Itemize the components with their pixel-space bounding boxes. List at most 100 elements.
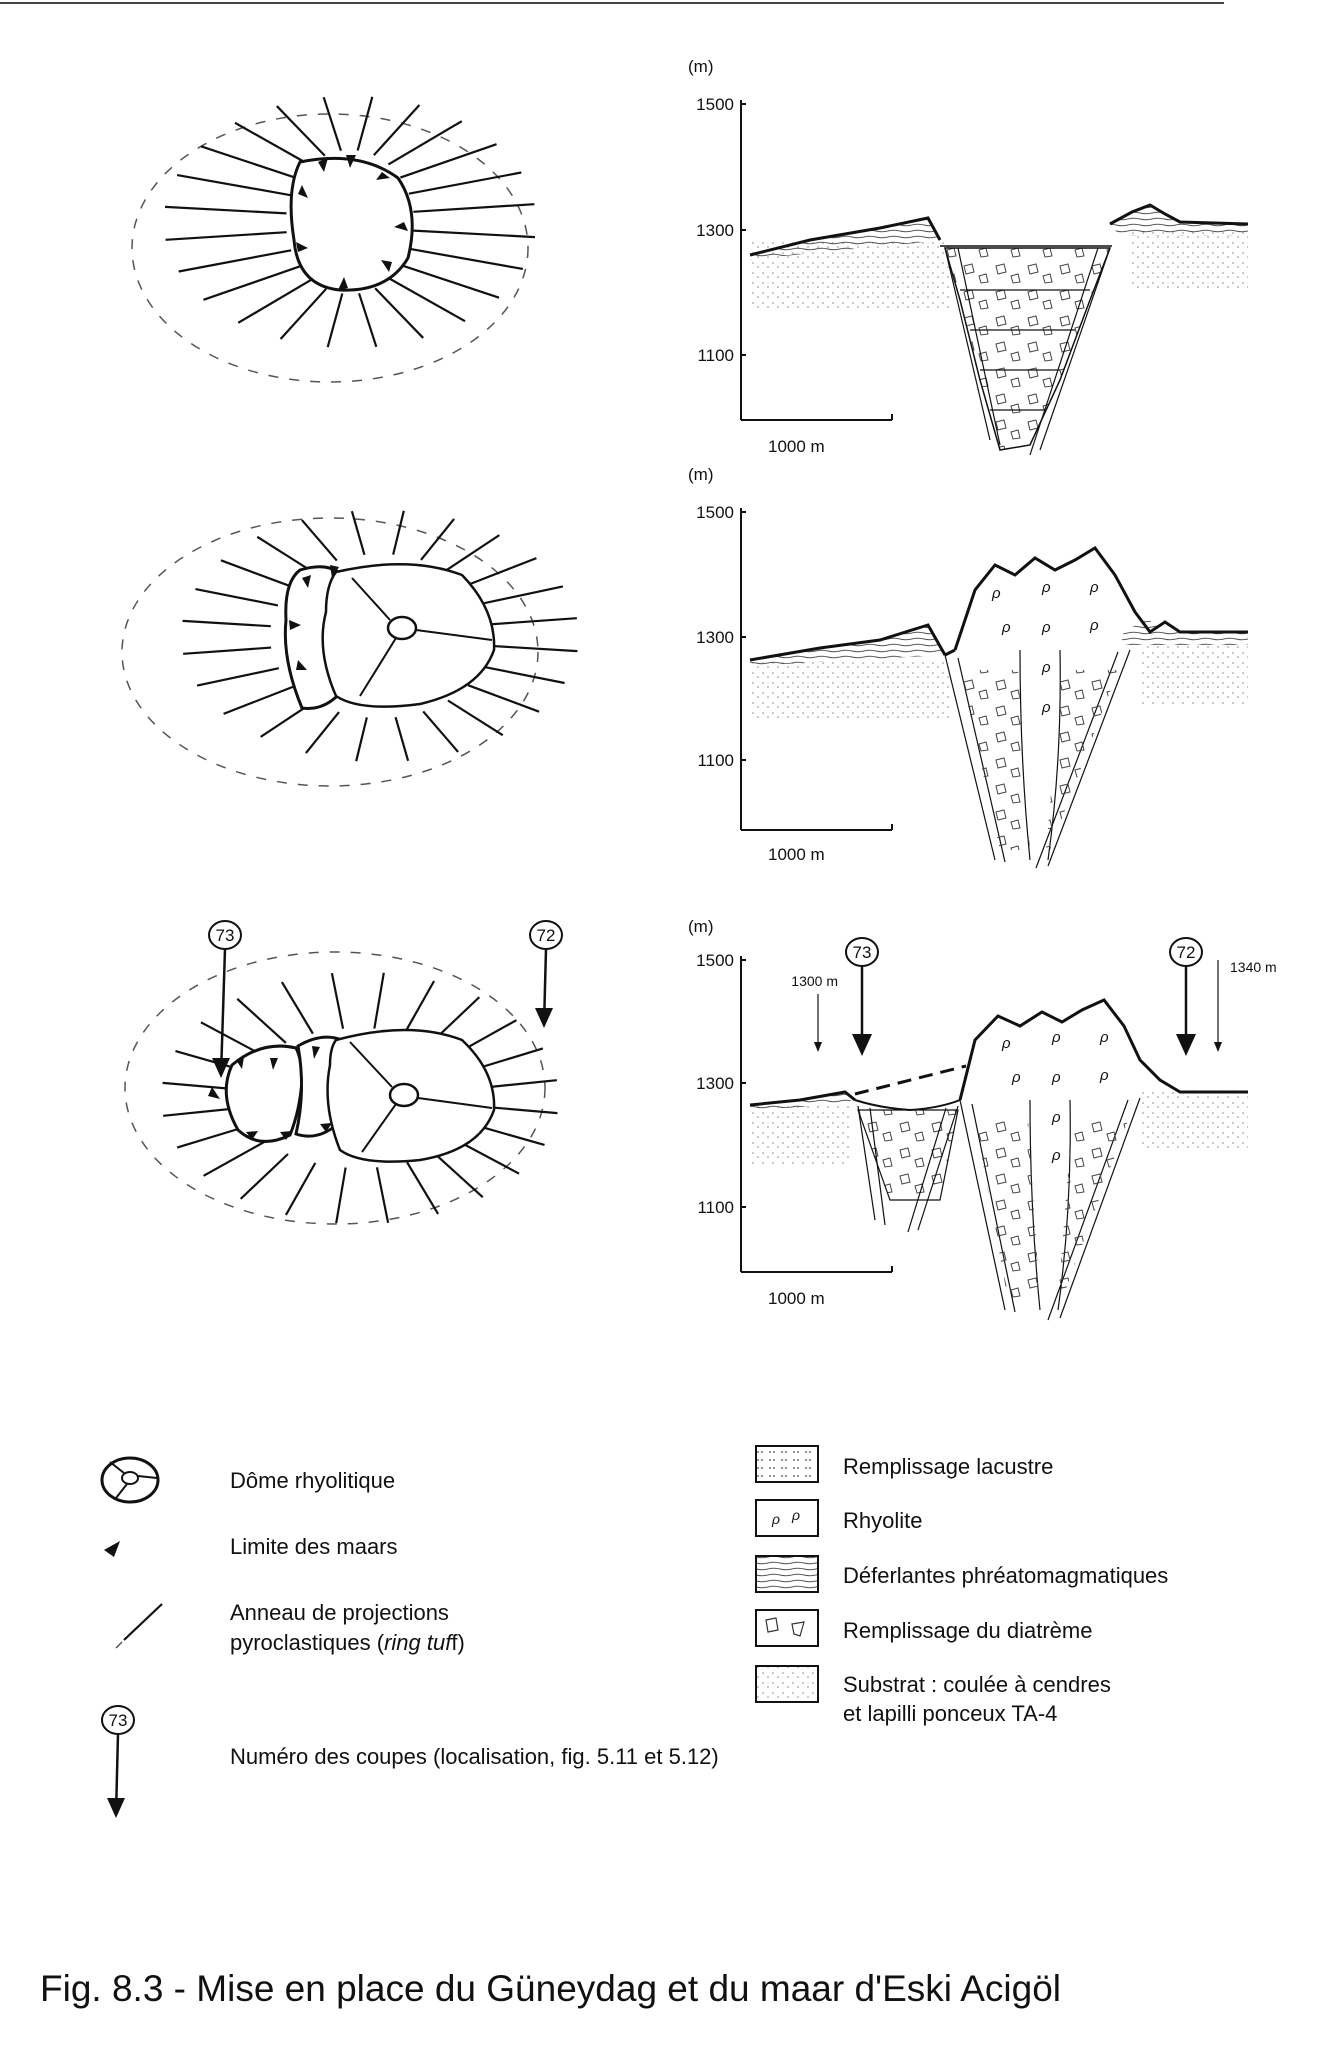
legend-item-section-arrow: 73 Numéro des coupes (localisation, fig.… (102, 1706, 719, 1818)
legend: Dôme rhyolitique Limite des maars Anneau… (102, 1446, 1168, 1818)
legend-ring-label-1: Anneau de projections (230, 1600, 449, 1625)
ring-tuff-spoke (277, 106, 325, 156)
ring-tuff-spoke (409, 172, 521, 193)
legend-item-ring-tuff: Anneau de projections pyroclastiques (ri… (116, 1600, 465, 1655)
ring-tuff-spoke (179, 250, 291, 271)
legend-item-rhyolite: ρ ρ Rhyolite (756, 1500, 922, 1536)
ring-tuff-spoke (195, 589, 277, 605)
svg-text:ρ: ρ (1051, 1147, 1061, 1164)
ring-tuff-spoke (328, 293, 343, 347)
section-2-ytick-1300: 1300 (696, 628, 734, 647)
legend-surge-label: Déferlantes phréatomagmatiques (843, 1563, 1168, 1588)
ring-tuff-spoke (336, 1167, 345, 1223)
ring-tuff-spoke (177, 175, 290, 195)
ring-tuff-spoke (282, 982, 313, 1034)
svg-text:ρ: ρ (1051, 1029, 1061, 1046)
ring-tuff-spoke (413, 204, 534, 212)
section-2-ytick-1100: 1100 (697, 751, 734, 770)
section-3-ytick-1500: 1500 (696, 951, 734, 970)
legend-item-surge: Déferlantes phréatomagmatiques (756, 1556, 1168, 1592)
rhyolite-pattern: ρ ρ (756, 1500, 818, 1536)
section-1-scale: 1000 m (768, 437, 825, 456)
legend-section-label: Numéro des coupes (localisation, fig. 5.… (230, 1744, 719, 1769)
svg-text:ρ: ρ (1051, 1069, 1061, 1086)
figure-caption: Fig. 8.3 - Mise en place du Güneydag et … (40, 1968, 1310, 2010)
ring-tuff-spoke (165, 207, 286, 213)
section-3-ytick-1300: 1300 (696, 1074, 734, 1093)
svg-text:ρ: ρ (1051, 1109, 1061, 1126)
ring-tuff-spoke (468, 685, 539, 711)
diatreme-pattern (756, 1610, 818, 1646)
ring-tuff-spoke (221, 560, 292, 586)
section-3-ytick-1100: 1100 (697, 1198, 734, 1217)
section-2-scale: 1000 m (768, 845, 825, 864)
ring-tuff-spoke (281, 289, 327, 339)
svg-text:ρ: ρ (1089, 617, 1099, 634)
section-2-unit: (m) (688, 465, 713, 484)
ring-tuff-spoke (414, 231, 535, 237)
ring-tuff-spoke (409, 249, 522, 269)
section-1-ytick-1100: 1100 (697, 346, 734, 365)
ring-tuff-icon (116, 1604, 162, 1648)
legend-item-diatreme: Remplissage du diatrème (756, 1610, 1092, 1646)
legend-diatreme-label: Remplissage du diatrème (843, 1618, 1092, 1643)
legend-item-substrate: Substrat : coulée à cendres et lapilli p… (756, 1666, 1111, 1726)
svg-text:ρ: ρ (1099, 1029, 1109, 1046)
ring-tuff-spoke (377, 1167, 388, 1223)
ring-tuff-spoke (204, 1141, 266, 1176)
section-3-elev-right: 1340 m (1230, 959, 1277, 975)
section-marker-72-label: 72 (1177, 943, 1196, 962)
ring-tuff-spoke (166, 232, 287, 240)
legend-substrate-label-2: et lapilli ponceux TA-4 (843, 1701, 1057, 1726)
map-marker-73-label: 73 (216, 926, 235, 945)
legend-item-maar: Limite des maars (104, 1534, 398, 1559)
substrate-pattern (756, 1666, 818, 1702)
ring-tuff-spoke (359, 293, 376, 347)
cross-section-1: (m) 1500 1300 1100 1000 m (688, 57, 1248, 456)
ring-tuff-spoke (302, 520, 337, 561)
ring-tuff-spoke (446, 535, 499, 570)
svg-text:ρ: ρ (1089, 579, 1099, 596)
map-view-3: 73 72 (125, 921, 562, 1224)
ring-tuff-spoke (407, 1162, 438, 1214)
ring-tuff-spoke (183, 648, 271, 654)
ring-tuff-spoke (358, 97, 373, 151)
ring-tuff-spoke (396, 717, 409, 761)
ring-tuff-spoke (375, 288, 423, 338)
ring-tuff-spoke (489, 646, 577, 651)
section-marker-73-label: 73 (853, 943, 872, 962)
ring-tuff-spoke (237, 999, 286, 1043)
svg-text:ρ: ρ (1041, 619, 1051, 636)
section-marker-73: 73 (846, 938, 878, 1056)
svg-text:ρ: ρ (1099, 1067, 1109, 1084)
ring-tuff-spoke (482, 667, 564, 683)
ring-tuff-spoke (352, 511, 365, 555)
ring-tuff-spoke (257, 537, 312, 572)
section-1-unit: (m) (688, 57, 713, 76)
ring-tuff-spoke (421, 519, 454, 560)
svg-text:ρ: ρ (1041, 659, 1051, 676)
surge-pattern (756, 1556, 818, 1592)
legend-marker-label: 73 (109, 1711, 128, 1730)
svg-text:ρ: ρ (1001, 1035, 1011, 1052)
ring-tuff-spoke (183, 621, 271, 626)
svg-text:ρ: ρ (991, 585, 1001, 602)
svg-text:ρ: ρ (1001, 619, 1011, 636)
svg-text:ρ: ρ (1041, 699, 1051, 716)
section-3-scale: 1000 m (768, 1289, 825, 1308)
section-1-ytick-1500: 1500 (696, 95, 734, 114)
map-marker-72-label: 72 (537, 926, 556, 945)
dome-icon (102, 1458, 158, 1502)
section-arrow-icon: 73 (102, 1706, 134, 1818)
map-view-1 (132, 97, 535, 382)
legend-lacustrine-label: Remplissage lacustre (843, 1454, 1053, 1479)
ring-tuff-spoke (374, 105, 420, 155)
legend-ring-label-2: pyroclastiques (ring tuff) (230, 1630, 465, 1655)
ring-tuff-spoke (423, 711, 458, 752)
map-marker-73: 73 (209, 921, 241, 1078)
map-view-2 (122, 511, 577, 786)
legend-maar-label: Limite des maars (230, 1534, 398, 1559)
ring-tuff-spoke (324, 97, 341, 151)
